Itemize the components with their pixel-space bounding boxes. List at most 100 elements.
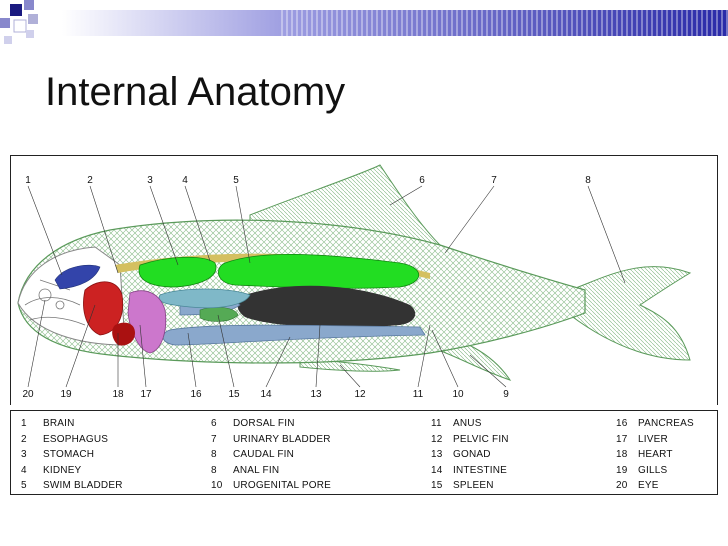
legend-item-label: STOMACH [43, 449, 95, 461]
legend-item-number: 11 [431, 418, 442, 430]
legend-item-label: UROGENITAL PORE [233, 480, 332, 492]
legend-item-number: 3 [21, 449, 27, 461]
stomach-organ [158, 288, 251, 309]
legend-item-number: 4 [21, 464, 27, 476]
callout-number: 18 [112, 389, 124, 400]
callout-leader-line [187, 332, 197, 388]
legend-item-label: LIVER [638, 433, 668, 445]
legend-item-label: SPLEEN [453, 480, 494, 492]
legend-item-label: CAUDAL FIN [233, 449, 295, 461]
callout-leader-line [27, 299, 46, 388]
callout-number: 7 [491, 175, 497, 186]
legend-item-number: 10 [211, 480, 223, 492]
corner-squares-decoration [0, 0, 38, 44]
legend-item-label: GILLS [638, 464, 668, 476]
legend-item-label: EYE [638, 480, 659, 492]
legend-item-label: ANAL FIN [233, 464, 280, 476]
legend-item-label: ESOPHAGUS [43, 433, 109, 445]
callout-leader-line [149, 185, 179, 266]
callout-number: 5 [233, 175, 239, 186]
legend-item-number: 8 [211, 449, 217, 461]
legend-item: 13 GONAD [431, 447, 509, 463]
callout-leader-line [89, 185, 119, 274]
legend-item: 11 ANUS [431, 416, 509, 432]
legend-item: 5 SWIM BLADDER [21, 478, 123, 494]
legend-item-number: 19 [616, 464, 628, 476]
callout-number: 17 [140, 389, 152, 400]
callout-number: 6 [419, 175, 425, 186]
callout-number: 12 [354, 389, 366, 400]
swim-bladder-posterior [218, 253, 419, 289]
gills-organ [83, 281, 124, 336]
legend-item-number: 18 [616, 449, 628, 461]
callout-number: 16 [190, 389, 202, 400]
callout-number: 19 [60, 389, 72, 400]
legend-item-label: SWIM BLADDER [43, 480, 123, 492]
legend-item-label: GONAD [453, 449, 491, 461]
legend-item-number: 15 [431, 480, 443, 492]
caudal-fin-shape [569, 266, 692, 361]
legend-item: 18 HEART [616, 447, 694, 463]
legend-item: 3 STOMACH [21, 447, 123, 463]
callout-leader-line [389, 185, 423, 206]
legend-item-number: 6 [211, 418, 217, 430]
legend-item: 10 UROGENITAL PORE [211, 478, 331, 494]
legend-item: 19 GILLS [616, 463, 694, 479]
callout-leader-lines [27, 185, 626, 388]
legend-item-number: 1 [21, 418, 27, 430]
callout-number: 1 [25, 175, 31, 186]
intestine-organ [162, 324, 426, 346]
legend-item-number: 13 [431, 449, 443, 461]
swim-bladder-organ [138, 256, 217, 288]
callout-number: 11 [413, 389, 424, 400]
callout-leader-line [444, 185, 495, 254]
callout-leader-line [235, 185, 251, 264]
legend-item: 14 INTESTINE [431, 463, 509, 479]
legend-item-label: HEART [638, 449, 673, 461]
callout-number: 10 [452, 389, 464, 400]
legend-item-label: PANCREAS [638, 418, 694, 430]
callout-leader-line [65, 304, 96, 388]
legend-item-label: URINARY BLADDER [233, 433, 331, 445]
legend-item: 8 CAUDAL FIN [211, 447, 331, 463]
legend-item-label: INTESTINE [453, 464, 508, 476]
callout-number: 8 [585, 175, 591, 186]
legend-item-number: 14 [431, 464, 443, 476]
callout-leader-line [469, 354, 507, 388]
callout-number: 15 [228, 389, 240, 400]
callout-number: 20 [22, 389, 34, 400]
header-stripe-bar [62, 10, 728, 36]
callout-number: 13 [310, 389, 322, 400]
legend-item-number: 20 [616, 480, 628, 492]
callout-number: 14 [260, 389, 272, 400]
callout-leader-line [315, 324, 321, 388]
callout-number: 2 [87, 175, 93, 186]
legend-item-label: BRAIN [43, 418, 75, 430]
callout-leader-line [339, 364, 361, 388]
gonad-organ [237, 285, 416, 328]
legend-item-number: 5 [21, 480, 27, 492]
legend-item: 15 SPLEEN [431, 478, 509, 494]
callout-leader-line [431, 329, 459, 388]
brain-organ [54, 264, 101, 290]
callout-number: 3 [147, 175, 153, 186]
legend-item-number: 12 [431, 433, 443, 445]
callout-leader-line [417, 324, 431, 388]
legend-item-label: KIDNEY [43, 464, 82, 476]
callout-leader-line [139, 324, 147, 388]
legend-item-label: ANUS [453, 418, 482, 430]
legend-item: 20 EYE [616, 478, 694, 494]
